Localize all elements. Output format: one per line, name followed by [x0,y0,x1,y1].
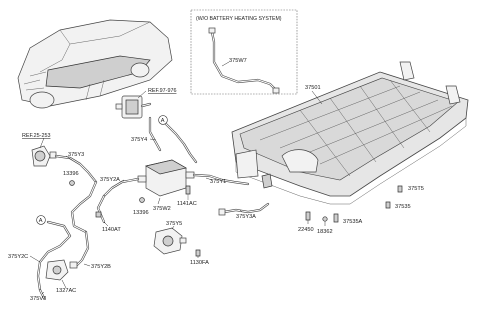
label-375Y2A: 375Y2A [100,177,120,183]
component-ref-25-253 [31,145,57,167]
label-375Y3: 375Y3 [68,152,84,158]
callout-a-lower-text: A [39,218,43,224]
battery-pack-37501 [231,61,469,205]
callout-a-upper-text: A [161,118,165,124]
hose-375Y3A [218,202,270,216]
bolt-1130FA [195,249,201,257]
hose-375Y3 [54,154,98,184]
ref-25-253: REF.25-253 [22,133,50,139]
inset-title: (W/O BATTERY HEATING SYSTEM) [196,16,282,22]
label-37535: 37535 [395,204,411,210]
label-37535A: 37535A [343,219,363,225]
label-13396-a: 13396 [63,171,79,177]
clip-13396-b [139,197,145,203]
label-13396-b: 13396 [133,210,149,216]
inset-box: (W/O BATTERY HEATING SYSTEM) 375W7 [190,9,298,95]
module-375W2 [137,159,195,197]
hose-left-lower [70,180,106,234]
hose-375Y2A [102,177,140,198]
label-375Y1: 375Y1 [210,179,226,185]
fastener-37535 [385,201,391,209]
fastener-375T5 [397,185,403,193]
label-375T5: 375T5 [408,186,424,192]
label-375Y2B: 375Y2B [91,264,111,270]
hose-375Y2C [36,220,72,292]
clamp-1140AT [95,211,102,218]
label-1141AC: 1141AC [177,201,197,207]
hose-375Y4 [148,116,198,164]
hose-375W7 [208,27,280,94]
label-375W7: 375W7 [229,58,247,64]
pump-375Y5 [153,227,187,255]
label-375Y2C: 375Y2C [8,254,28,260]
callout-a-upper: A [158,115,168,125]
label-375Y3A: 375Y3A [236,214,256,220]
clip-13396-a [69,180,75,186]
label-375Y4: 375Y4 [131,137,147,143]
label-1327AC: 1327AC [56,288,76,294]
vehicle-thumbnail [17,19,173,109]
ref-97-976: REF.97-976 [148,88,176,94]
label-37501: 37501 [305,85,321,91]
label-375Y5: 375Y5 [166,221,182,227]
hose-375Y1 [192,173,250,186]
fastener-22450 [305,211,311,221]
bolt-1141AC [185,185,191,200]
label-1130FA: 1130FA [190,260,209,266]
label-375V3: 375V3 [30,296,46,302]
label-18362: 18362 [317,229,333,235]
label-375W2: 375W2 [153,206,171,212]
label-22450: 22450 [298,227,314,233]
fastener-18362 [322,216,328,222]
hose-375Y2B [69,230,90,269]
valve-375V3 [38,259,69,300]
fastener-37535A [333,213,339,223]
callout-a-lower: A [36,215,46,225]
label-1140AT: 1140AT [102,227,121,233]
component-ref-97-976 [115,95,152,119]
